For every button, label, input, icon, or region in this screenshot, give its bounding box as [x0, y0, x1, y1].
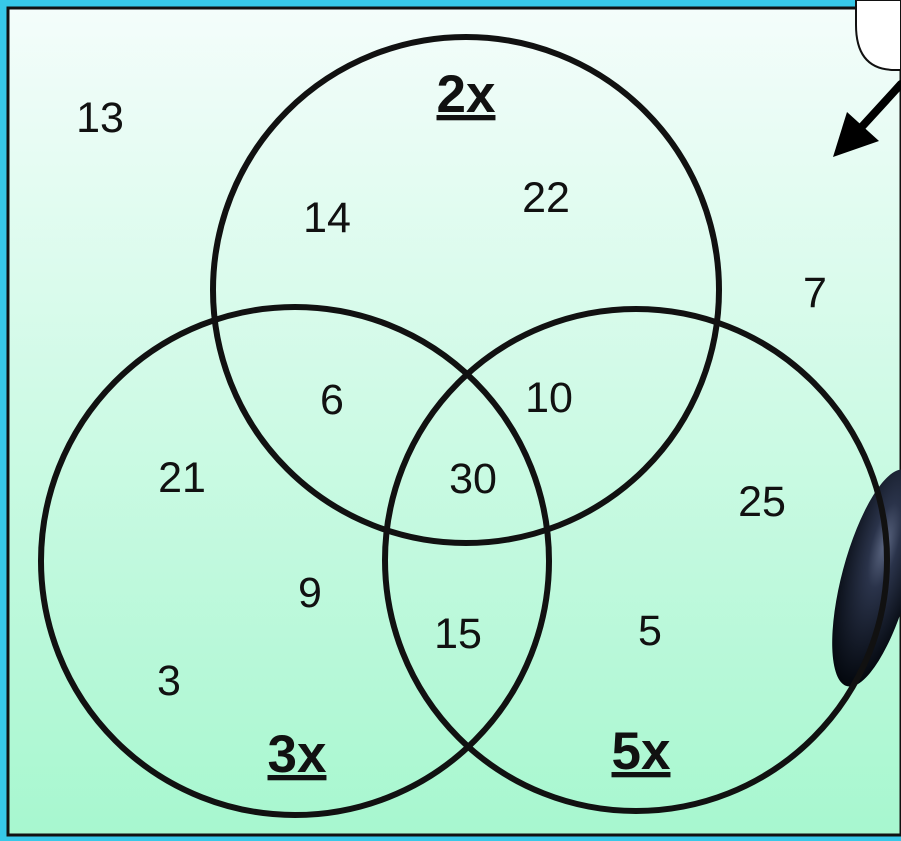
- region-outside-right: 7: [803, 269, 827, 317]
- region-right-only-lower: 5: [638, 607, 662, 655]
- region-center: 30: [449, 455, 497, 503]
- region-outside-top-left: 13: [76, 94, 124, 142]
- region-top-right: 10: [525, 374, 573, 422]
- set-label-2x: 2x: [437, 65, 496, 124]
- region-left-only-middle: 9: [298, 569, 322, 617]
- region-left-right: 15: [434, 610, 482, 658]
- diagram-panel: [8, 8, 901, 835]
- set-label-3x: 3x: [268, 725, 327, 784]
- region-top-left: 6: [320, 376, 344, 424]
- region-left-only-upper: 21: [158, 454, 206, 502]
- region-left-only-lower: 3: [157, 657, 181, 705]
- region-top-only-left: 14: [303, 194, 351, 242]
- region-right-only-upper: 25: [738, 478, 786, 526]
- region-top-only-right: 22: [522, 174, 570, 222]
- set-label-5x: 5x: [612, 722, 671, 781]
